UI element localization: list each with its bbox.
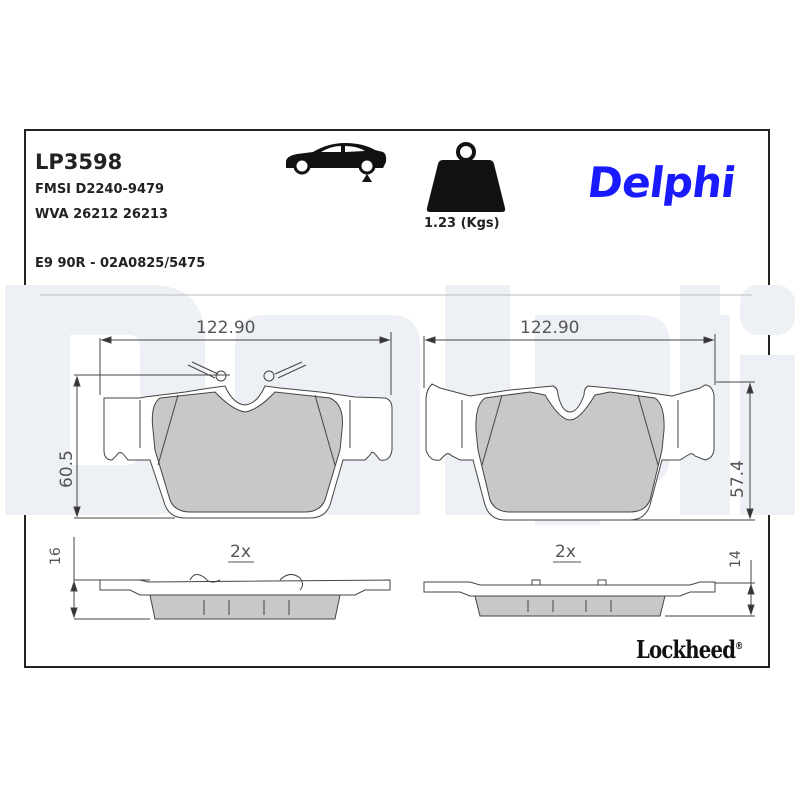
right-thickness-dimension: 14 [728, 550, 744, 568]
lockheed-text: Lockheed [636, 635, 736, 664]
right-pad-side-view [423, 560, 755, 617]
car-rear-axle-icon [286, 143, 387, 182]
right-pad-front-view [423, 334, 755, 521]
right-height-dimension: 57.4 [728, 460, 748, 498]
left-pad-front-view [73, 332, 393, 519]
wva-numbers: WVA 26212 26213 [35, 207, 169, 222]
left-pad-side-view [70, 537, 391, 620]
right-quantity: 2x [555, 542, 576, 562]
registered-mark: ® [735, 641, 743, 652]
weight-label: 1.23 (Kgs) [424, 216, 500, 231]
left-width-dimension: 122.90 [196, 318, 255, 338]
left-thickness-dimension: 16 [48, 547, 64, 565]
weight-icon [426, 142, 506, 212]
product-code: LP3598 [35, 150, 123, 174]
approval-number: E9 90R - 02A0825/5475 [35, 256, 206, 271]
left-height-dimension: 60.5 [57, 450, 77, 488]
fmsi-number: FMSI D2240-9479 [35, 182, 165, 197]
left-quantity: 2x [230, 542, 251, 562]
lockheed-logo: Lockheed® [636, 635, 743, 664]
right-width-dimension: 122.90 [520, 318, 579, 338]
